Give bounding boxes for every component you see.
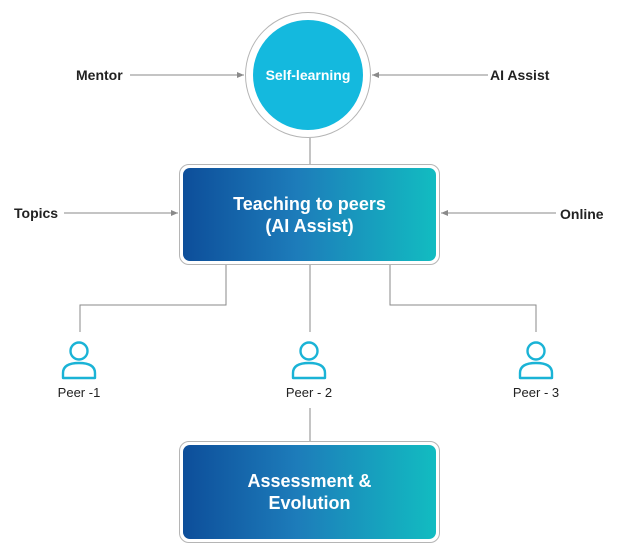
peer-3-connector <box>389 265 537 332</box>
self-learning-circle: Self-learning <box>253 20 363 130</box>
peer-3: Peer - 3 <box>491 340 581 400</box>
online-label: Online <box>560 206 604 222</box>
peer-1-label: Peer -1 <box>57 385 101 400</box>
peer-1-connector <box>79 265 227 332</box>
person-icon <box>61 341 97 380</box>
peer-1: Peer -1 <box>34 340 124 400</box>
teaching-box-line-2: (AI Assist) <box>265 215 354 236</box>
topics-label: Topics <box>14 205 59 221</box>
assessment-box-line-1: Assessment & <box>247 471 372 491</box>
ai-assist-label: AI Assist <box>490 67 550 83</box>
person-icon <box>518 341 554 380</box>
peer-2-label: Peer - 2 <box>285 385 333 400</box>
mentor-label: Mentor <box>76 67 123 83</box>
person-icon <box>291 341 327 380</box>
teaching-box-line-1: Teaching to peers <box>233 193 386 214</box>
teaching-box: Teaching to peers (AI Assist) <box>183 168 436 261</box>
self-learning-label: Self-learning <box>265 67 351 83</box>
assessment-box-line-2: Evolution <box>268 493 351 513</box>
peer-2: Peer - 2 <box>264 340 354 400</box>
peer-3-label: Peer - 3 <box>512 385 560 400</box>
assessment-box: Assessment & Evolution <box>183 445 436 539</box>
